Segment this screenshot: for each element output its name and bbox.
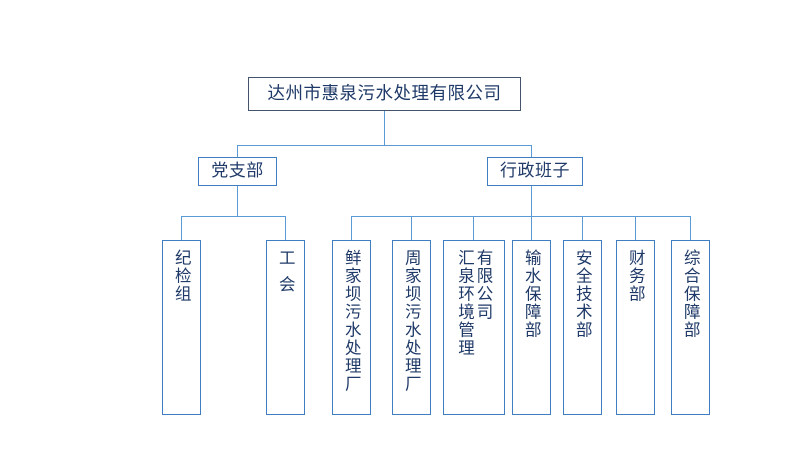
node-root-label: 达州市惠泉污水处理有限公司 bbox=[267, 83, 502, 104]
edge-root-stem bbox=[384, 111, 386, 146]
edge-admin-bus bbox=[351, 216, 691, 218]
node-labor-union[interactable]: 工会 bbox=[266, 240, 305, 415]
node-water-supply-dept-label: 输水保障部 bbox=[522, 249, 542, 339]
edge-admin-stem bbox=[531, 186, 533, 217]
node-party-branch-label: 党支部 bbox=[211, 161, 264, 182]
node-water-supply-dept-text: 输水保障部 bbox=[522, 249, 542, 339]
node-labor-union-label: 工会 bbox=[276, 249, 296, 302]
edge-admin-child-2 bbox=[411, 216, 413, 240]
edge-admin-child-4 bbox=[531, 216, 533, 240]
node-huiquan-company-label-col2: 有限公司 bbox=[473, 249, 493, 321]
node-labor-union-text: 工会 bbox=[276, 249, 296, 302]
node-safety-tech-dept-text: 安全技术部 bbox=[573, 249, 593, 339]
node-discipline-group[interactable]: 纪检组 bbox=[162, 240, 201, 415]
edge-party-child-1 bbox=[181, 216, 183, 240]
edge-party-bus bbox=[181, 216, 286, 218]
edge-to-party bbox=[237, 145, 239, 157]
edge-party-child-2 bbox=[285, 216, 287, 240]
edge-admin-child-1 bbox=[351, 216, 353, 240]
edge-admin-child-5 bbox=[582, 216, 584, 240]
node-admin-team[interactable]: 行政班子 bbox=[487, 157, 583, 186]
node-party-branch[interactable]: 党支部 bbox=[198, 157, 277, 186]
node-huiquan-company[interactable]: 有限公司 汇泉环境管理 bbox=[443, 240, 505, 415]
node-general-support-dept-label: 综合保障部 bbox=[681, 249, 701, 339]
node-huiquan-company-label: 汇泉环境管理 bbox=[455, 249, 475, 357]
node-water-supply-dept[interactable]: 输水保障部 bbox=[512, 240, 551, 415]
edge-party-stem bbox=[237, 186, 239, 217]
edge-admin-child-6 bbox=[635, 216, 637, 240]
node-safety-tech-dept[interactable]: 安全技术部 bbox=[563, 240, 602, 415]
node-finance-dept[interactable]: 财务部 bbox=[616, 240, 655, 415]
node-xianjiaba-plant-label: 鲜家坝污水处理厂 bbox=[342, 249, 362, 393]
node-xianjiaba-plant-text: 鲜家坝污水处理厂 bbox=[342, 249, 362, 393]
node-general-support-dept[interactable]: 综合保障部 bbox=[671, 240, 710, 415]
node-xianjiaba-plant[interactable]: 鲜家坝污水处理厂 bbox=[332, 240, 371, 415]
node-discipline-group-label: 纪检组 bbox=[172, 249, 192, 303]
node-root[interactable]: 达州市惠泉污水处理有限公司 bbox=[248, 77, 521, 111]
node-zhoujiaba-plant-text: 周家坝污水处理厂 bbox=[402, 249, 422, 393]
edge-root-bus bbox=[237, 145, 532, 147]
node-admin-team-label: 行政班子 bbox=[500, 161, 570, 182]
node-huiquan-company-text: 有限公司 汇泉环境管理 bbox=[455, 249, 493, 357]
node-discipline-group-text: 纪检组 bbox=[172, 249, 192, 303]
node-zhoujiaba-plant-label: 周家坝污水处理厂 bbox=[402, 249, 422, 393]
edge-admin-child-3 bbox=[473, 216, 475, 240]
node-finance-dept-label: 财务部 bbox=[626, 249, 646, 303]
edge-to-admin bbox=[531, 145, 533, 157]
node-general-support-dept-text: 综合保障部 bbox=[681, 249, 701, 339]
node-finance-dept-text: 财务部 bbox=[626, 249, 646, 303]
node-zhoujiaba-plant[interactable]: 周家坝污水处理厂 bbox=[392, 240, 431, 415]
edge-admin-child-7 bbox=[690, 216, 692, 240]
node-safety-tech-dept-label: 安全技术部 bbox=[573, 249, 593, 339]
